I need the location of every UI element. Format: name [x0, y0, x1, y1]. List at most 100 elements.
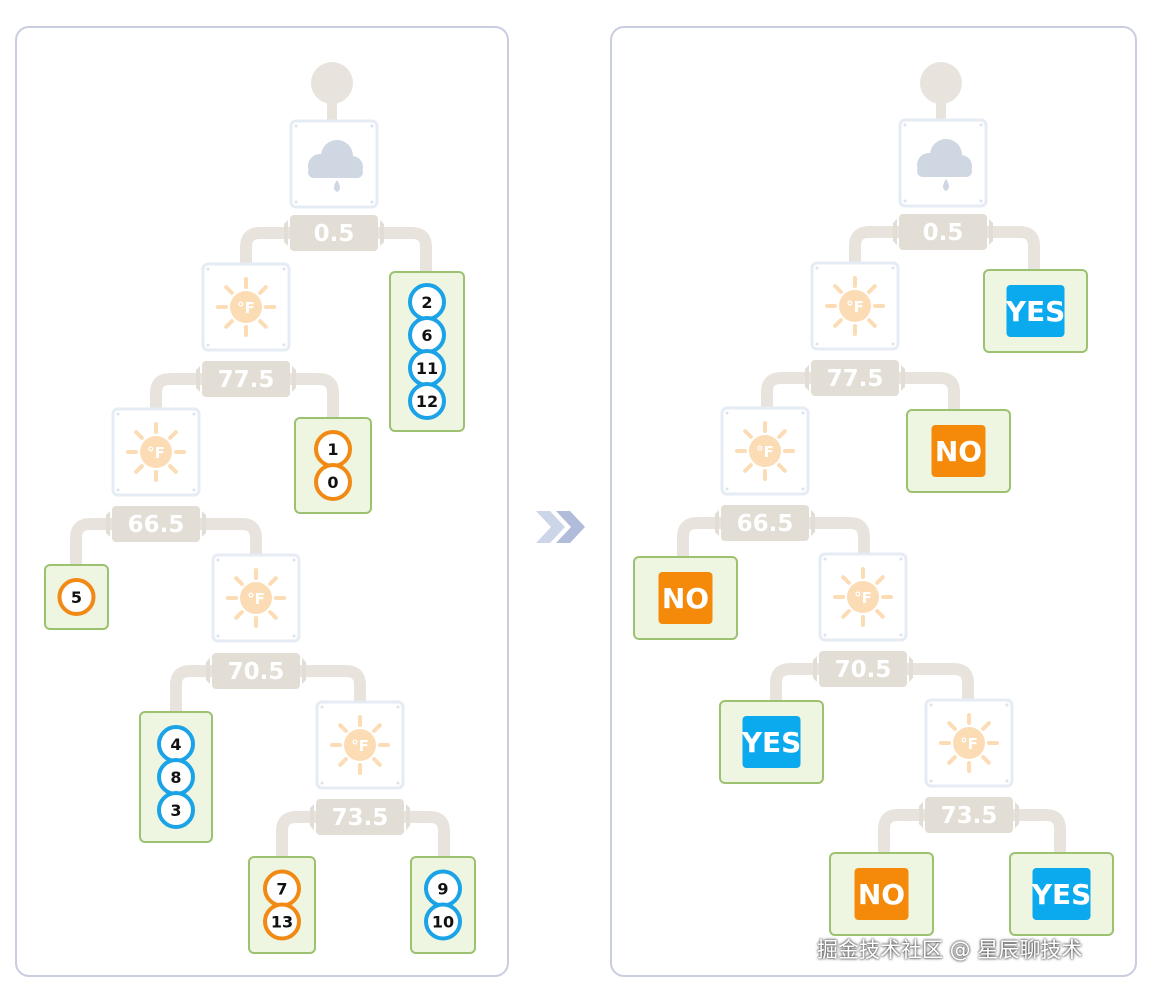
sample-circle: [157, 791, 195, 829]
sun-temperature-icon: °F: [720, 406, 810, 496]
answer-badge: [742, 716, 801, 768]
leaf-answer: YES: [983, 269, 1088, 353]
threshold-value: 0.5: [923, 220, 964, 246]
threshold-value: 73.5: [332, 805, 389, 831]
leaf-answer: YES: [719, 700, 824, 784]
svg-text:°F: °F: [351, 737, 369, 755]
svg-text:°F: °F: [960, 735, 978, 753]
sample-id: 8: [170, 768, 181, 787]
threshold-value: 66.5: [737, 511, 794, 537]
answer-label: YES: [1005, 295, 1066, 328]
sun-temperature-icon: °F: [924, 698, 1014, 788]
tree-connector: [849, 226, 904, 274]
root-node-icon: [311, 62, 353, 120]
sample-id: 2: [421, 293, 432, 312]
tree-connector: [170, 665, 217, 718]
tree-connector: [878, 809, 930, 859]
sun-temperature-icon: °F: [211, 553, 301, 643]
tree-connector: [150, 373, 207, 418]
svg-text:°F: °F: [147, 444, 165, 462]
threshold-box: 73.5: [919, 797, 1019, 833]
sample-circle: [424, 902, 462, 941]
tree-connector: [677, 517, 726, 563]
threshold-box: 66.5: [106, 506, 206, 542]
sun-temperature-icon: °F: [810, 261, 900, 351]
tree-connector: [295, 665, 366, 709]
double-chevron-right-icon: [536, 511, 585, 543]
leaf-answer: NO: [829, 852, 934, 936]
tree-connector: [276, 811, 322, 864]
svg-text:°F: °F: [237, 299, 255, 317]
sun-temperature-icon: °F: [315, 700, 405, 790]
rain-cloud-icon: [289, 119, 379, 209]
answer-label: NO: [858, 878, 905, 911]
leaf-samples: 10: [294, 417, 372, 514]
answer-badge: [1032, 868, 1091, 920]
sample-id: 5: [71, 588, 82, 607]
sample-id: 10: [432, 913, 454, 932]
sample-id: 1: [327, 440, 338, 459]
tree-connector: [70, 518, 117, 572]
threshold-value: 66.5: [128, 512, 185, 538]
answer-badge: [931, 425, 986, 477]
sun-temperature-icon: °F: [818, 552, 908, 642]
sample-id: 3: [170, 801, 181, 820]
threshold-value: 77.5: [827, 366, 884, 392]
leaf-samples: 7 13: [248, 856, 316, 954]
sample-id: 0: [327, 473, 338, 492]
svg-text:°F: °F: [854, 589, 872, 607]
tree-connector: [1008, 809, 1066, 859]
leaf-samples: 2 6 11 12: [389, 271, 465, 432]
leaf-answer: NO: [633, 556, 738, 640]
svg-text:°F: °F: [247, 590, 265, 608]
sample-id: 7: [276, 880, 287, 899]
answer-badge: [1006, 285, 1065, 337]
tree-connector: [240, 227, 296, 276]
leaf-answer: NO: [906, 409, 1011, 493]
svg-text:°F: °F: [846, 298, 864, 316]
threshold-value: 77.5: [218, 367, 275, 393]
threshold-box: 0.5: [284, 215, 384, 251]
threshold-box: 66.5: [715, 505, 815, 541]
leaf-answer: YES: [1009, 852, 1114, 936]
sample-circle: [314, 463, 352, 501]
threshold-box: 0.5: [893, 214, 993, 250]
threshold-box: 77.5: [196, 361, 296, 397]
threshold-box: 73.5: [310, 799, 410, 835]
sample-circle: [57, 578, 96, 616]
threshold-value: 70.5: [228, 659, 285, 685]
threshold-box: 77.5: [805, 360, 905, 396]
sun-temperature-icon: °F: [201, 262, 291, 352]
sample-id: 12: [416, 392, 438, 411]
rain-cloud-icon: [898, 118, 988, 208]
threshold-box: 70.5: [813, 651, 913, 687]
sample-circle: [263, 902, 301, 941]
sun-temperature-icon: °F: [111, 407, 201, 497]
sample-id: 9: [437, 880, 448, 899]
sample-id: 13: [271, 913, 293, 932]
tree-connector: [195, 518, 262, 564]
sample-id: 11: [416, 359, 438, 378]
threshold-box: 70.5: [206, 653, 306, 689]
tree-connector: [761, 372, 816, 416]
tree-connector: [902, 663, 974, 708]
leaf-samples: 9 10: [410, 856, 476, 954]
root-node-icon: [920, 62, 962, 120]
threshold-value: 0.5: [314, 221, 355, 247]
tree-connector: [374, 227, 432, 278]
tree-connector: [770, 663, 824, 707]
watermark-text: 掘金技术社区 @ 星辰聊技术: [817, 938, 1083, 962]
tree-connector: [400, 811, 450, 864]
answer-badge: [854, 868, 909, 920]
tree-connector: [894, 372, 960, 416]
sample-circle: [408, 382, 446, 420]
leaf-samples: 483: [139, 711, 213, 843]
answer-badge: [658, 572, 713, 624]
leaf-samples: 5: [44, 564, 109, 630]
answer-label: YES: [741, 726, 802, 759]
tree-connector: [982, 226, 1040, 276]
threshold-value: 73.5: [941, 803, 998, 829]
sample-id: 6: [421, 326, 432, 345]
answer-label: NO: [935, 435, 982, 468]
